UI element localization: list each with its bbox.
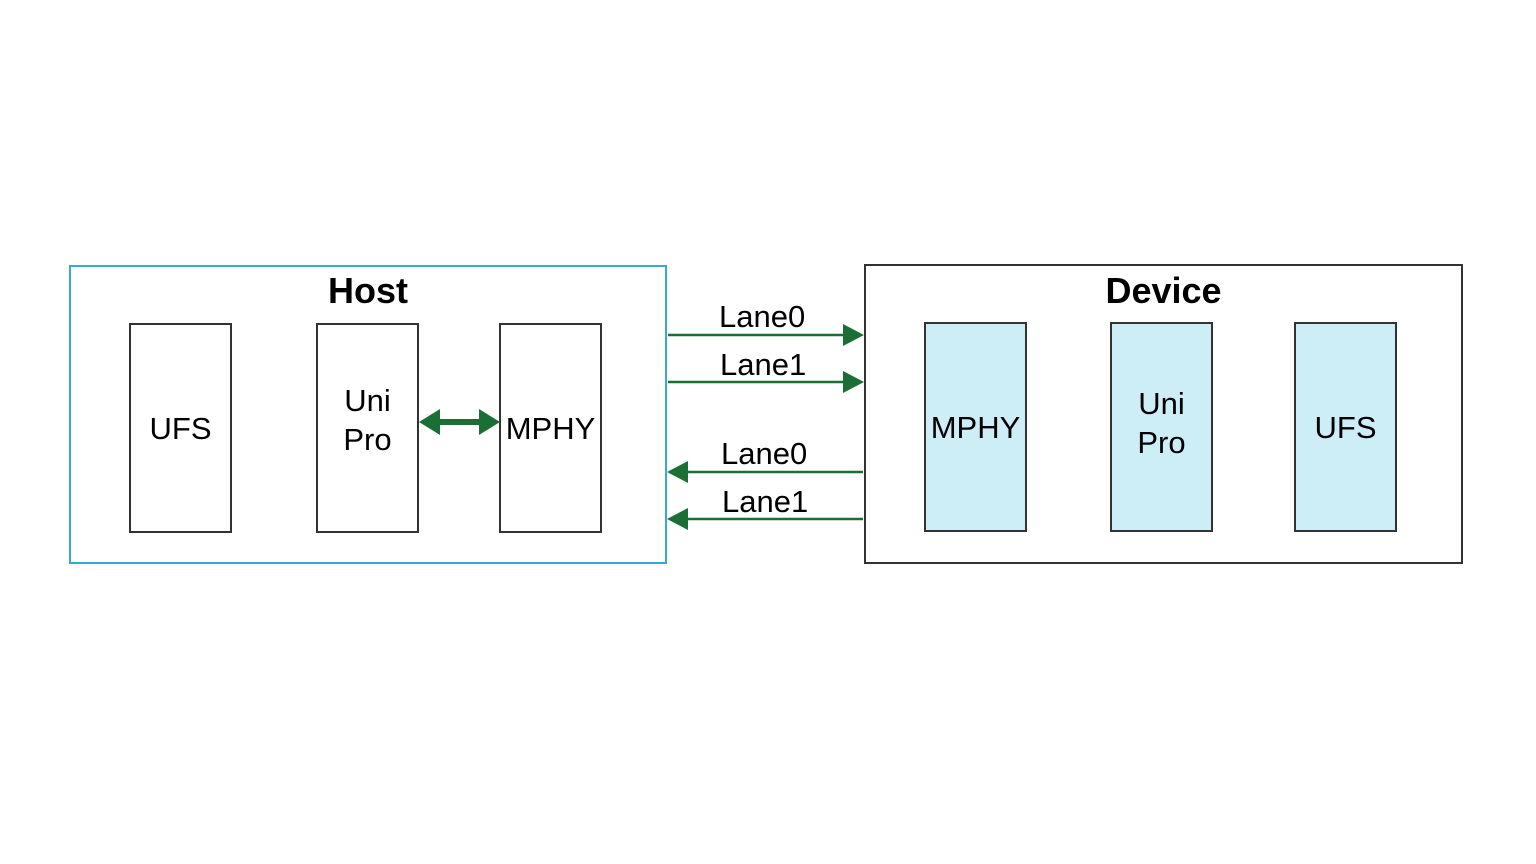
device-title: Device <box>1105 270 1222 311</box>
lane1-to-host-arrow <box>667 508 863 530</box>
device-unipro-label-line2: Pro <box>1137 425 1186 460</box>
host-title: Host <box>328 270 408 311</box>
unipro-mphy-double-arrow <box>419 409 500 435</box>
lane1-to-device-arrow <box>668 371 864 393</box>
host-ufs-block: UFS <box>129 323 232 533</box>
device-unipro-block: Uni Pro <box>1110 322 1213 532</box>
host-mphy-block: MPHY <box>499 323 602 533</box>
device-mphy-label: MPHY <box>930 409 1021 445</box>
lane0-to-host-label: Lane0 <box>721 436 808 471</box>
device-mphy-block: MPHY <box>924 322 1027 532</box>
host-unipro-label-line2: Pro <box>343 422 392 457</box>
host-unipro-label-line1: Uni <box>344 383 391 418</box>
host-unipro-block: Uni Pro <box>316 323 419 533</box>
lane1-to-device-label: Lane1 <box>720 347 807 382</box>
lane1-to-host-label: Lane1 <box>722 484 809 519</box>
host-mphy-label: MPHY <box>505 410 596 446</box>
host-ufs-label: UFS <box>149 410 212 446</box>
device-ufs-block: UFS <box>1294 322 1397 532</box>
lane0-to-device-arrow <box>668 324 864 346</box>
device-ufs-label: UFS <box>1314 409 1377 445</box>
lane0-to-host-arrow <box>667 461 863 483</box>
lane0-to-device-label: Lane0 <box>719 299 806 334</box>
device-container: Device <box>864 264 1463 564</box>
host-container: Host <box>69 265 667 564</box>
device-unipro-label-line1: Uni <box>1138 386 1185 421</box>
